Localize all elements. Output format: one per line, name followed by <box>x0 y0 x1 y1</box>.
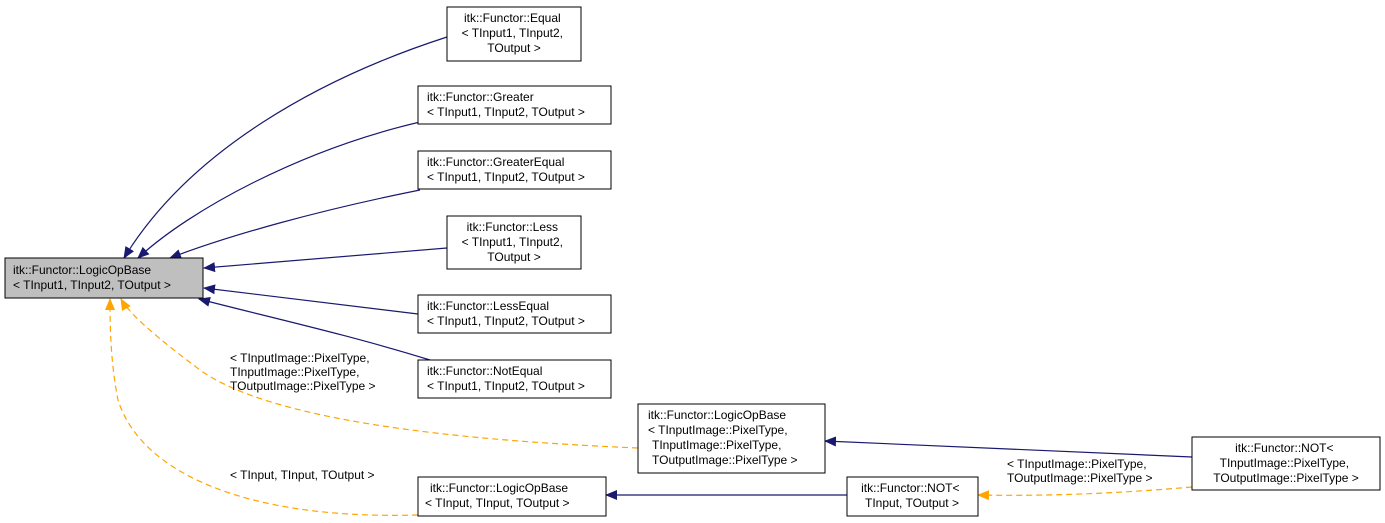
edge-label-base-pixel: < TInputImage::PixelType, TInputImage::P… <box>230 351 376 393</box>
node-logicopbase[interactable]: itk::Functor::LogicOpBase < TInput1, TIn… <box>4 257 204 299</box>
svg-text:itk::Functor::LogicOpBase: itk::Functor::LogicOpBase < TInput1, TIn… <box>13 263 171 292</box>
edges <box>105 36 1193 516</box>
svg-text:itk::Functor::Less < TIn: itk::Functor::Less < TInput1, TInput2, T… <box>462 220 567 264</box>
svg-text:itk::Functor::NOT< TInpu: itk::Functor::NOT< TInputImage::PixelTyp… <box>1213 441 1359 485</box>
svg-text:itk::Functor::LessEqual: itk::Functor::LessEqual < TInput1, TInpu… <box>427 299 585 328</box>
node-less[interactable]: itk::Functor::Less < TInput1, TInput2, T… <box>446 215 582 270</box>
svg-text:itk::Functor::LogicOpBase: itk::Functor::LogicOpBase < TInput, TInp… <box>425 481 571 510</box>
node-logicopbase-pixeltype[interactable]: itk::Functor::LogicOpBase < TInputImage:… <box>637 403 826 474</box>
edge-label-base-tinput: < TInput, TInput, TOutput > <box>230 468 375 482</box>
svg-text:itk::Functor::Equal < TI: itk::Functor::Equal < TInput1, TInput2, … <box>462 11 567 55</box>
edge-labels: < TInputImage::PixelType, TInputImage::P… <box>230 351 1153 485</box>
edge-greaterequal-to-base <box>169 189 421 259</box>
edge-equal-to-base <box>123 36 448 259</box>
edge-less-to-base <box>203 247 448 273</box>
svg-text:itk::Functor::NotEqual <: itk::Functor::NotEqual < TInput1, TInput… <box>427 364 585 393</box>
node-logicopbase-tinput[interactable]: itk::Functor::LogicOpBase < TInput, TInp… <box>417 476 607 517</box>
svg-text:itk::Functor::NOT< TInpu: itk::Functor::NOT< TInput, TOutput > <box>861 481 963 510</box>
edge-notpixel-to-nottinput <box>977 486 1193 501</box>
node-lessequal[interactable]: itk::Functor::LessEqual < TInput1, TInpu… <box>417 294 612 334</box>
svg-text:itk::Functor::LogicOpBase: itk::Functor::LogicOpBase < TInputImage:… <box>648 408 798 467</box>
node-not-tinput[interactable]: itk::Functor::NOT< TInput, TOutput > <box>846 476 979 517</box>
node-notequal[interactable]: itk::Functor::NotEqual < TInput1, TInput… <box>417 359 612 399</box>
edge-lessequal-to-base <box>203 284 419 315</box>
svg-text:itk::Functor::Greater <: itk::Functor::Greater < TInput1, TInput2… <box>427 90 585 119</box>
node-equal[interactable]: itk::Functor::Equal < TInput1, TInput2, … <box>446 6 582 62</box>
node-greater[interactable]: itk::Functor::Greater < TInput1, TInput2… <box>417 85 612 125</box>
edge-notpixel-to-basepixel <box>824 436 1193 458</box>
node-not-pixeltype[interactable]: itk::Functor::NOT< TInputImage::PixelTyp… <box>1191 436 1381 491</box>
edge-greater-to-base <box>137 121 421 259</box>
svg-text:itk::Functor::GreaterEqual: itk::Functor::GreaterEqual < TInput1, TI… <box>427 155 585 184</box>
node-greaterequal[interactable]: itk::Functor::GreaterEqual < TInput1, TI… <box>417 150 612 190</box>
edge-label-not-tinput: < TInputImage::PixelType, TOutputImage::… <box>1007 457 1153 485</box>
edge-notequal-to-base <box>198 296 431 361</box>
edge-basetinput-to-base <box>105 298 419 516</box>
